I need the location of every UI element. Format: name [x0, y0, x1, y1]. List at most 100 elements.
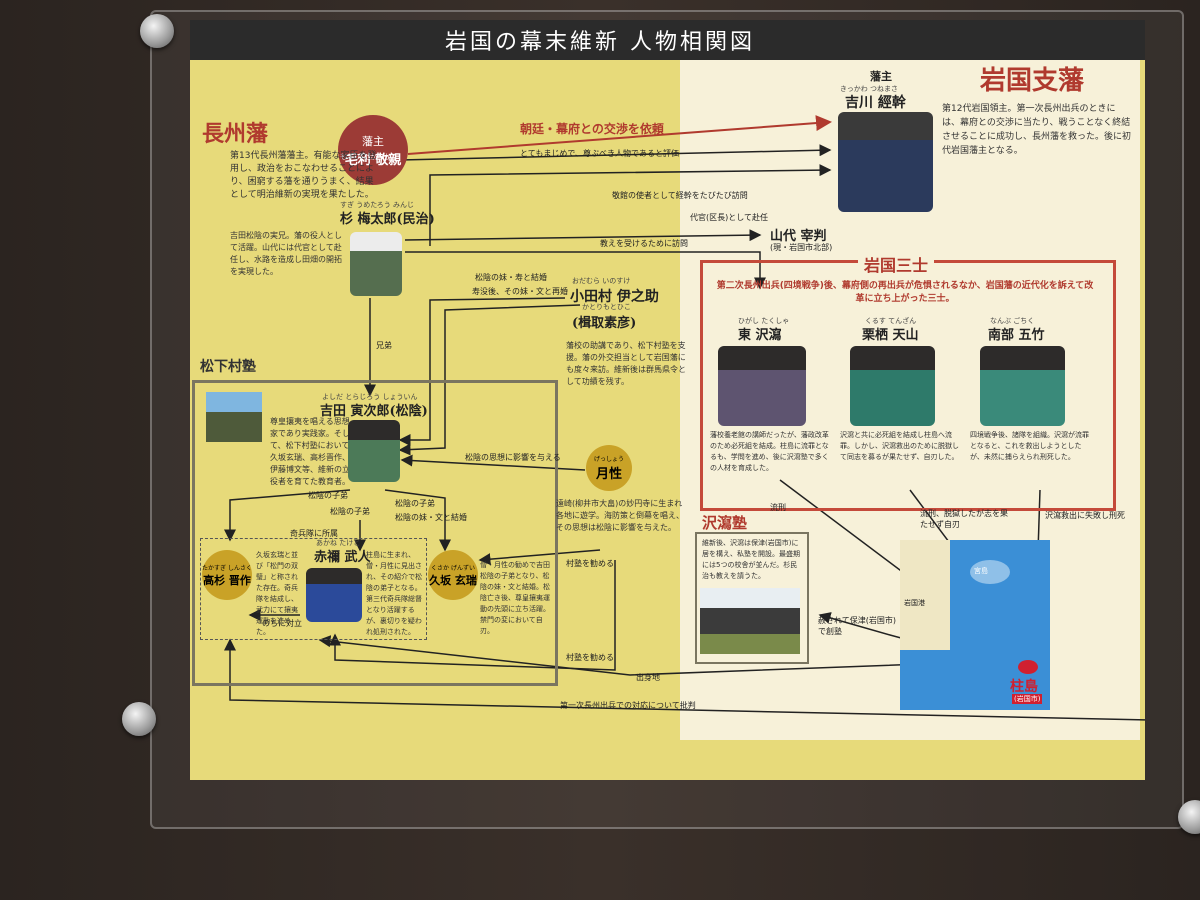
rel-r1: 朝廷・幕府との交渉を依頼 [520, 122, 664, 136]
sugi-desc: 吉田松陰の実兄。藩の役人として活躍。山代には代官として赴任し、水路を造成し田畑の… [230, 231, 342, 276]
kurusu-portrait [850, 346, 935, 426]
takasugi-desc: 久坂玄瑞と並び「松門の双璧」と称された存在。奇兵隊を結成し、武力にて攘夷運動を進… [256, 551, 298, 636]
kurusu-ruby: くるす てんざん [865, 317, 917, 325]
takuju-title: 沢瀉塾 [702, 514, 748, 532]
odamura-altruby: かとりもとひこ [582, 303, 631, 311]
map-label2: 宮島 [974, 567, 988, 575]
line-r4 [404, 229, 762, 242]
map-label1: 岩国港 [904, 599, 925, 607]
takasugi-circle: たかすぎ しんさく 高杉 晋作 [202, 550, 252, 600]
iwakuni-title: 岩国支藩 [980, 66, 1085, 96]
takasugi-ruby: たかすぎ しんさく [202, 564, 252, 572]
higashi-name: 東 沢瀉 [738, 328, 782, 343]
map-island-miyajima [970, 560, 1010, 584]
rel-r5: 教えを受けるために訪問 [600, 239, 688, 248]
bolt-bottom-left-icon [122, 702, 156, 736]
map-place: 柱島 [1010, 679, 1038, 695]
kikkawa-name: 吉川 經幹 [845, 95, 906, 111]
rel-r23: 赦されて保津(岩国市)で創塾 [818, 616, 897, 636]
rel-r21: 流刑、脱獄したが志を果たせず自刃 [920, 509, 1008, 529]
title-bar [190, 20, 1145, 60]
line-r2 [399, 144, 832, 161]
nanbu-portrait [980, 346, 1065, 426]
rel-r10: 松陰の子弟 [308, 491, 348, 500]
rel-r3: 敬館の使者として経幹をたびたび訪問 [612, 191, 748, 200]
sugi-portrait [350, 232, 402, 296]
takuju-photo [700, 588, 800, 654]
poster-title: 岩国の幕末維新 人物相関図 [445, 30, 755, 55]
shoka-title: 松下村塾 [200, 359, 256, 375]
sugi-ruby: すぎ うめたろう みんじ [340, 201, 415, 209]
shoka-box [192, 380, 558, 686]
line-r7 [398, 304, 581, 456]
odamura-desc: 藩校の助講であり、松下村塾を支援。藩の外交担当として岩国藩にも度々来訪。維新後は… [566, 341, 686, 386]
bolt-top-left-icon [140, 14, 174, 48]
takuju-desc: 維新後、沢瀉は保津(岩国市)に居を構え、私塾を開設。最盛期には5つの校舎が並んだ… [702, 539, 800, 580]
higashi-desc: 藩校養老館の講師だったが、藩政改革のため必死組を結成。柱島に流罪となるも、学問を… [710, 431, 829, 472]
yamashiro-name: 山代 宰判 [770, 229, 827, 244]
gessho-circle: げっしょう 月性 [586, 445, 632, 491]
higashi-ruby: ひがし たくしゃ [738, 317, 790, 325]
line-r10 [224, 489, 351, 542]
akane-desc: 柱島に生まれ、僧・月性に見出され、その紹介で松陰の弟子となる。第三代奇兵隊総督と… [366, 551, 423, 636]
map-place-sub: (岩国市) [1012, 694, 1043, 704]
kikkawa-desc: 第12代岩国領主。第一次長州出兵のときには、幕府との交渉に当たり、戦うことなく終… [942, 104, 1132, 156]
rel-r15: のちに対立 [262, 619, 302, 628]
kusaka-desc: 僧・月性の勧めで吉田松陰の子弟となり、松陰の妹・文と結婚。松陰亡き後、尊皇攘夷運… [480, 561, 550, 635]
yoshida-desc: 尊皇攘夷を唱える思想家であり実践家。そして、松下村塾において久坂玄瑞、高杉晋作、… [270, 417, 350, 486]
line-r6 [398, 297, 566, 446]
rel-r9: 松陰の思想に影響を与える [465, 453, 561, 462]
mori-name: 毛利 敬親 [344, 152, 402, 168]
rel-r18: 出身地 [636, 673, 660, 682]
gessho-name: 月性 [595, 467, 622, 482]
odamura-ruby: おだむら いのすけ [572, 277, 631, 285]
line-r18 [318, 635, 1031, 676]
yoshida-name: 吉田 寅次郎(松陰) [320, 404, 428, 419]
line-r9 [400, 454, 586, 471]
kiheitai-box [200, 538, 427, 640]
nanbu-desc: 四境戦争後、諸隊を組織。沢瀉が流罪となると、これを救出しようとしたが、未然に捕ら… [970, 431, 1089, 461]
nanbu-name: 南部 五竹 [988, 328, 1045, 343]
gessho-desc: 遠崎(柳井市大畠)の妙円寺に生まれ各地に遊学。海防策と倒幕を唱え、その思想は松陰… [556, 499, 684, 532]
line-r5 [405, 251, 766, 290]
line-r19 [224, 638, 1145, 721]
gessho-ruby: げっしょう [593, 456, 624, 463]
map-hashirajima-marker [1018, 660, 1038, 674]
akane-name: 赤禰 武人 [314, 550, 371, 565]
rel-r12: 松陰の子弟 [395, 499, 435, 508]
rel-r19: 第一次長州出兵での対応について批判 [560, 701, 696, 710]
higashi-portrait [718, 346, 806, 426]
correlation-poster: 岩国の幕末維新 人物相関図 [190, 20, 1145, 780]
bolt-bottom-right-icon [1178, 800, 1200, 834]
rel-r6: 松陰の妹・寿と結婚 [475, 273, 547, 282]
rel-r13: 松陰の妹・文と結婚 [395, 513, 467, 522]
rel-r7: 寿没後、その妹・文と再婚 [472, 287, 568, 296]
odamura-alt: (楫取素彦) [572, 316, 637, 331]
sugi-name: 杉 梅太郎(民治) [340, 212, 435, 227]
takasugi-name: 高杉 晋作 [203, 573, 251, 587]
kurusu-desc: 沢瀉と共に必死組を結成し柱島へ流罪。しかし、沢瀉救出のために脱獄して同志を募るが… [840, 431, 959, 461]
rel-r22: 沢瀉救出に失敗し刑死 [1045, 511, 1125, 520]
rel-r4: 代官(区長)として赴任 [690, 213, 769, 222]
takuju-box [695, 532, 809, 664]
line-r17 [329, 560, 616, 671]
yoshida-portrait [348, 420, 400, 482]
kikkawa-portrait [838, 112, 933, 212]
kurusu-name: 栗栖 天山 [862, 328, 919, 343]
choshu-title: 長州藩 [202, 121, 269, 147]
rel-r8: 兄弟 [376, 341, 392, 350]
mori-role: 藩主 [362, 134, 384, 148]
akane-ruby: あかね たけと [316, 539, 361, 547]
mori-ruby: もうり たかちか [340, 153, 392, 161]
yamashiro-sub: (現・岩国市北部) [770, 243, 833, 252]
line-r16 [478, 549, 601, 566]
kikkawa-role: 藩主 [870, 70, 892, 83]
map: 岩国港 宮島 柱島 (岩国市) [900, 540, 1050, 710]
mori-circle: 藩主 毛利 敬親 [338, 115, 408, 185]
rel-r20: 流刑 [770, 503, 786, 512]
kikkawa-ruby: きっかわ つねまさ [840, 85, 898, 93]
kusaka-ruby: くさか げんずい [431, 564, 475, 572]
sanshi-desc: 第二次長州出兵(四境戦争)後、幕府側の再出兵が危惧されるなか、岩国藩の近代化を訴… [716, 281, 1094, 304]
odamura-name: 小田村 伊之助 [570, 289, 659, 305]
line-r12 [384, 489, 451, 552]
